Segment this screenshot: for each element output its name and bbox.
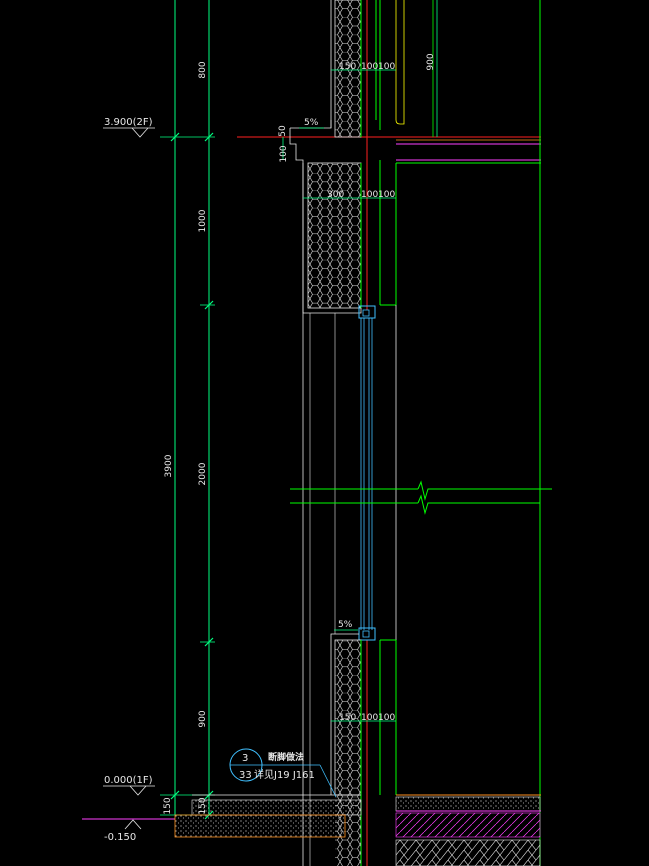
wall-dim-middle-2: 100 (361, 190, 378, 200)
dim-900: 900 (198, 710, 208, 727)
dim-1000: 1000 (198, 209, 208, 232)
callout-title: 断脚做法 (268, 751, 304, 763)
callout-number: 3 (242, 753, 248, 764)
wall-lines (302, 0, 541, 866)
wall-dim-lower-2: 100 (361, 713, 378, 723)
level-label-1f: 0.000(1F) (104, 775, 153, 786)
wall-dims-lower: 150 100 100 (331, 713, 396, 723)
dim-100: 100 (279, 145, 289, 162)
left-dimension-chain: 3900 800 1000 2000 900 150 150 (160, 0, 215, 820)
dim-total: 3900 (164, 454, 174, 477)
level-marker-ground: -0.150 (82, 818, 175, 843)
level-label-2f: 3.900(2F) (104, 117, 153, 128)
wall-dim-upper-1: 150 (339, 62, 356, 72)
slope-lower-label: 5% (338, 620, 353, 630)
wall-dim-lower-1: 150 (339, 713, 356, 723)
detail-callout: 3 33 断脚做法 详见J19 J161 (229, 748, 337, 798)
wall-dim-upper-2: 100 (361, 62, 378, 72)
break-line (290, 480, 552, 515)
right-dimension: 900 (426, 0, 438, 137)
wall-dims-middle: 300 100 100 (303, 190, 396, 200)
level-label-ground: -0.150 (104, 832, 136, 843)
slope-upper-label: 5% (304, 118, 319, 128)
dim-900-right: 900 (426, 53, 436, 70)
wall-dims-upper: 150 100 100 (331, 62, 396, 72)
level-marker-1f: 0.000(1F) (103, 775, 155, 796)
wall-dim-middle-3: 100 (378, 190, 395, 200)
window (358, 305, 376, 641)
dim-50: 50 (278, 125, 288, 137)
floor-slab-2f (237, 136, 541, 164)
callout-reference: 详见J19 J161 (254, 768, 315, 781)
insulation-upper (289, 0, 362, 163)
slab-dimensions: 50 100 (278, 125, 289, 163)
level-marker-2f: 3.900(2F) (103, 117, 155, 138)
dim-150-left: 150 (163, 797, 173, 814)
wall-dim-middle-1: 300 (327, 190, 344, 200)
dim-2000: 2000 (198, 462, 208, 485)
slope-lower: 5% (334, 620, 358, 631)
wall-dim-upper-3: 100 (378, 62, 395, 72)
callout-sheet: 33 (239, 770, 252, 781)
ground-section (174, 794, 541, 866)
wall-dim-lower-3: 100 (378, 713, 395, 723)
slope-upper: 5% (299, 118, 324, 129)
insulation-middle (302, 162, 362, 314)
dim-800: 800 (198, 61, 208, 78)
